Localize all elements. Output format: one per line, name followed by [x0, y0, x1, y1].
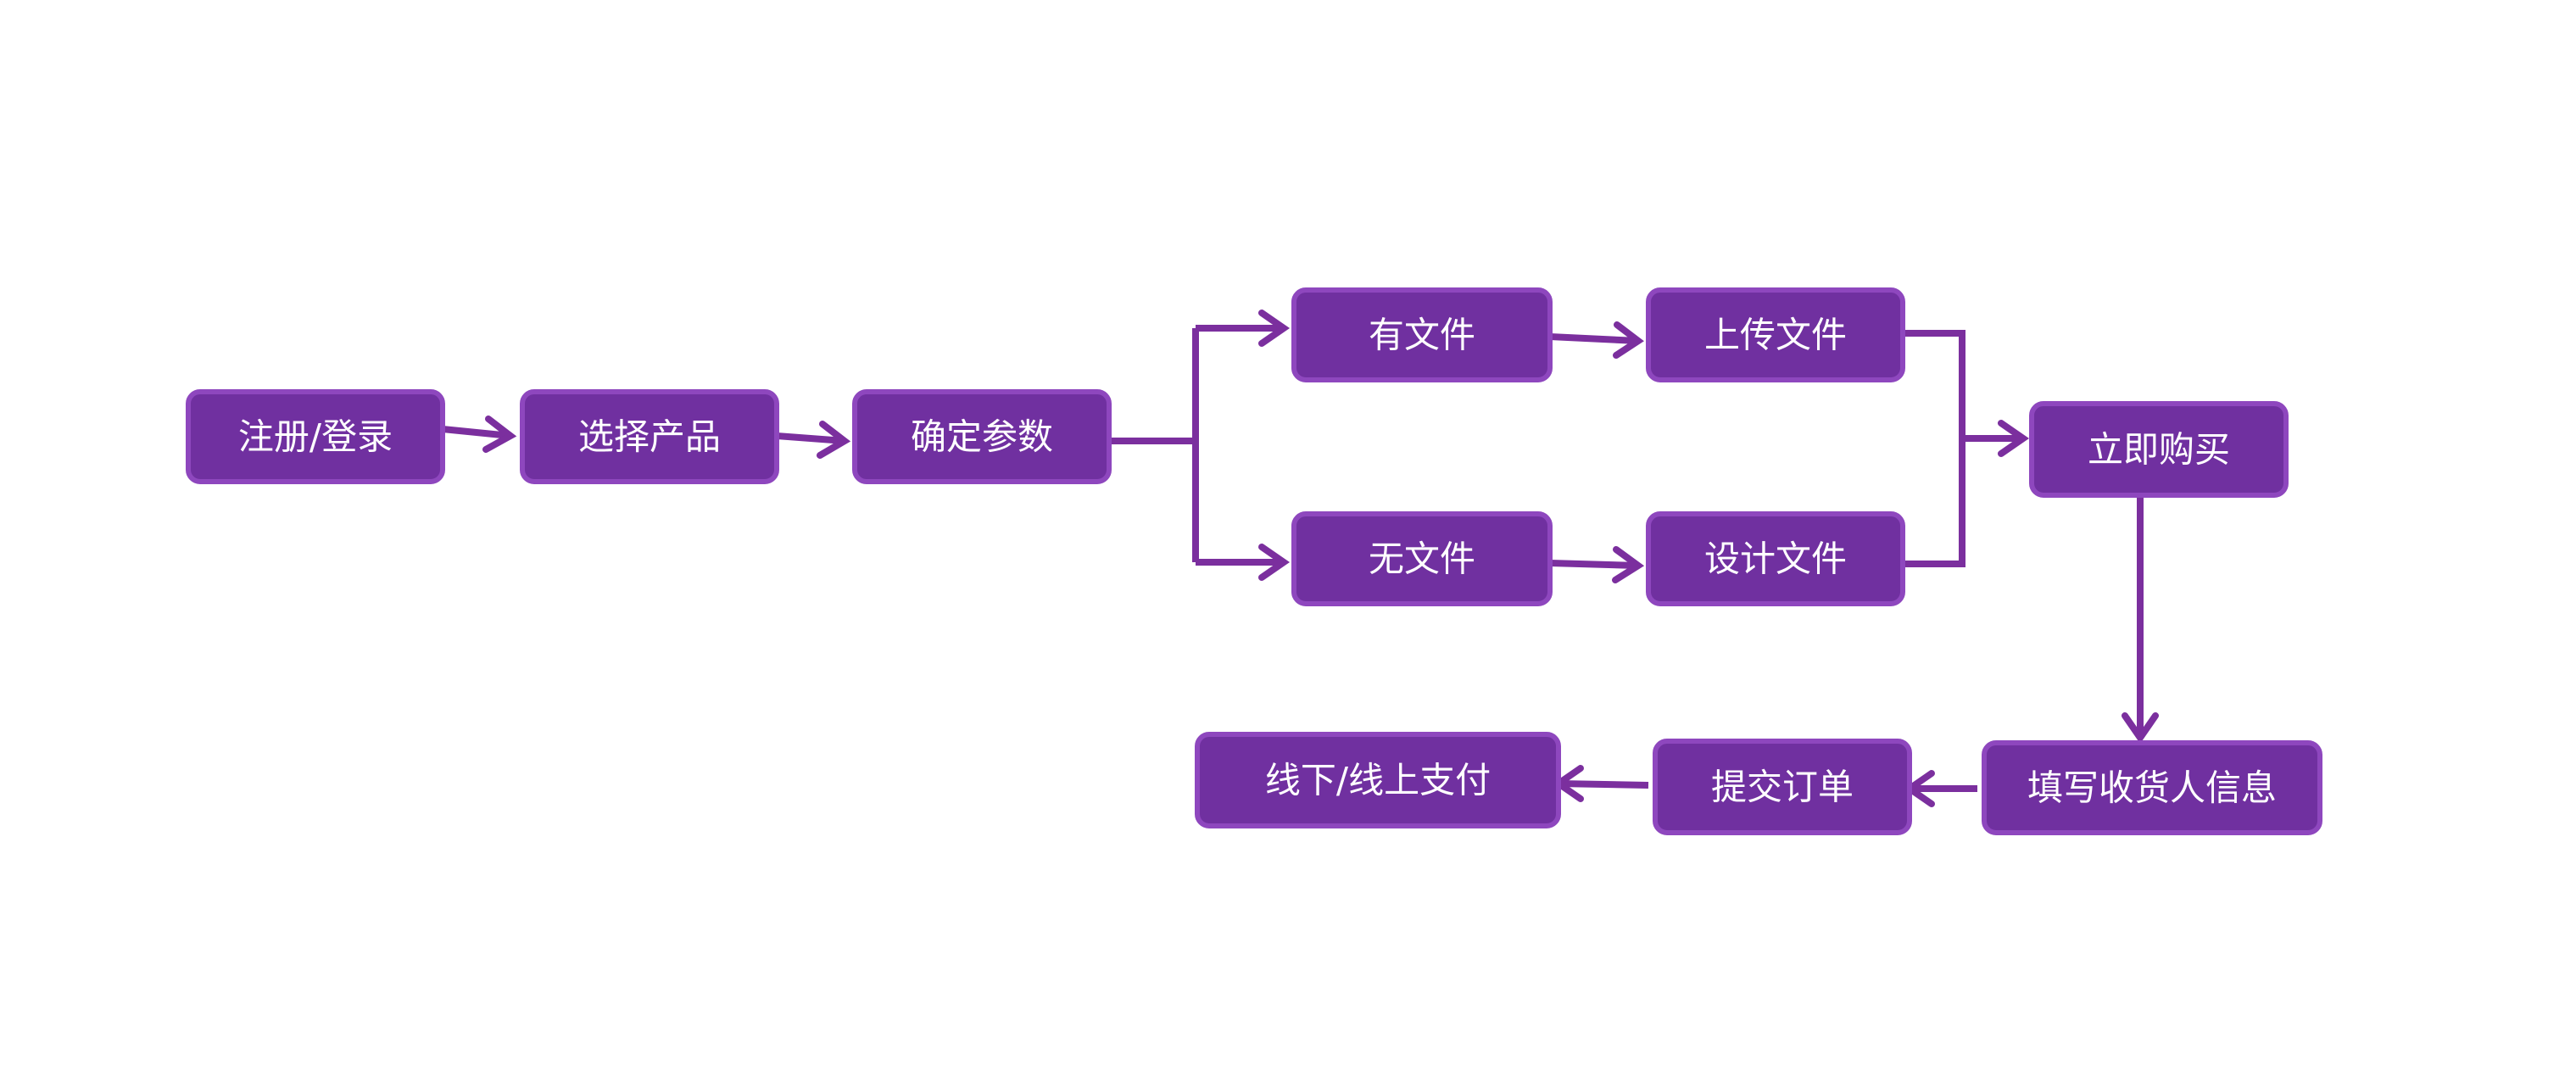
node-payment: 线下/线上支付	[1195, 732, 1561, 828]
edge-register-to-select	[442, 426, 511, 439]
node-has-file: 有文件	[1291, 287, 1553, 382]
node-register-login: 注册/登录	[186, 389, 445, 484]
node-design-file-box	[1646, 511, 1905, 606]
arrow-head-confirm	[817, 421, 851, 459]
node-upload-file-label: 上传文件	[1704, 315, 1847, 356]
node-register-login-box	[186, 389, 445, 484]
node-select-product-label: 选择产品	[578, 416, 721, 458]
node-has-file-label: 有文件	[1369, 315, 1475, 356]
node-upload-file: 上传文件	[1646, 287, 1905, 382]
node-fill-receiver: 填写收货人信息	[1982, 740, 2322, 835]
edge-design-to-merge	[1903, 438, 1965, 567]
node-fill-receiver-label: 填写收货人信息	[2027, 767, 2277, 809]
node-no-file-box	[1291, 511, 1553, 606]
node-confirm-params-label: 确定参数	[911, 416, 1053, 458]
node-submit-order-label: 提交订单	[1711, 767, 1854, 808]
arrow-head-fill	[2122, 712, 2159, 745]
arrow-head-upload	[1613, 321, 1644, 359]
arrow-head-has-file	[1258, 310, 1291, 347]
edge-no-file-to-design	[1549, 560, 1639, 569]
node-submit-order-box	[1653, 739, 1912, 835]
node-buy-now-label: 立即购买	[2088, 429, 2230, 471]
nodes: 注册/登录 选择产品 确定参数 有文件 上传文件 无文件 设计文件	[186, 287, 2322, 835]
node-select-product-box	[520, 389, 779, 484]
node-design-file-label: 设计文件	[1704, 538, 1847, 580]
arrow-head-design	[1612, 546, 1645, 583]
edges	[442, 310, 2159, 807]
node-design-file: 设计文件	[1646, 511, 1905, 606]
node-register-login-label: 注册/登录	[238, 416, 393, 458]
arrow-head-no-file	[1258, 544, 1291, 581]
node-no-file-label: 无文件	[1369, 538, 1475, 580]
edge-has-file-to-upload	[1549, 333, 1639, 344]
arrow-head-select	[482, 416, 517, 453]
edge-upload-to-merge	[1903, 330, 1965, 438]
node-no-file: 无文件	[1291, 511, 1553, 606]
node-payment-label: 线下/线上支付	[1265, 760, 1491, 801]
edge-select-to-confirm	[776, 432, 845, 444]
arrow-head-buy	[1998, 420, 2030, 457]
node-payment-box	[1195, 732, 1561, 828]
node-confirm-params: 确定参数	[852, 389, 1112, 484]
node-buy-now: 立即购买	[2029, 401, 2289, 498]
node-select-product: 选择产品	[520, 389, 779, 484]
node-confirm-params-box	[852, 389, 1112, 484]
node-upload-file-box	[1646, 287, 1905, 382]
node-fill-receiver-box	[1982, 740, 2322, 835]
edge-submit-to-pay	[1558, 780, 1649, 789]
node-has-file-box	[1291, 287, 1553, 382]
node-submit-order: 提交订单	[1653, 739, 1912, 835]
node-buy-now-box	[2029, 401, 2289, 498]
